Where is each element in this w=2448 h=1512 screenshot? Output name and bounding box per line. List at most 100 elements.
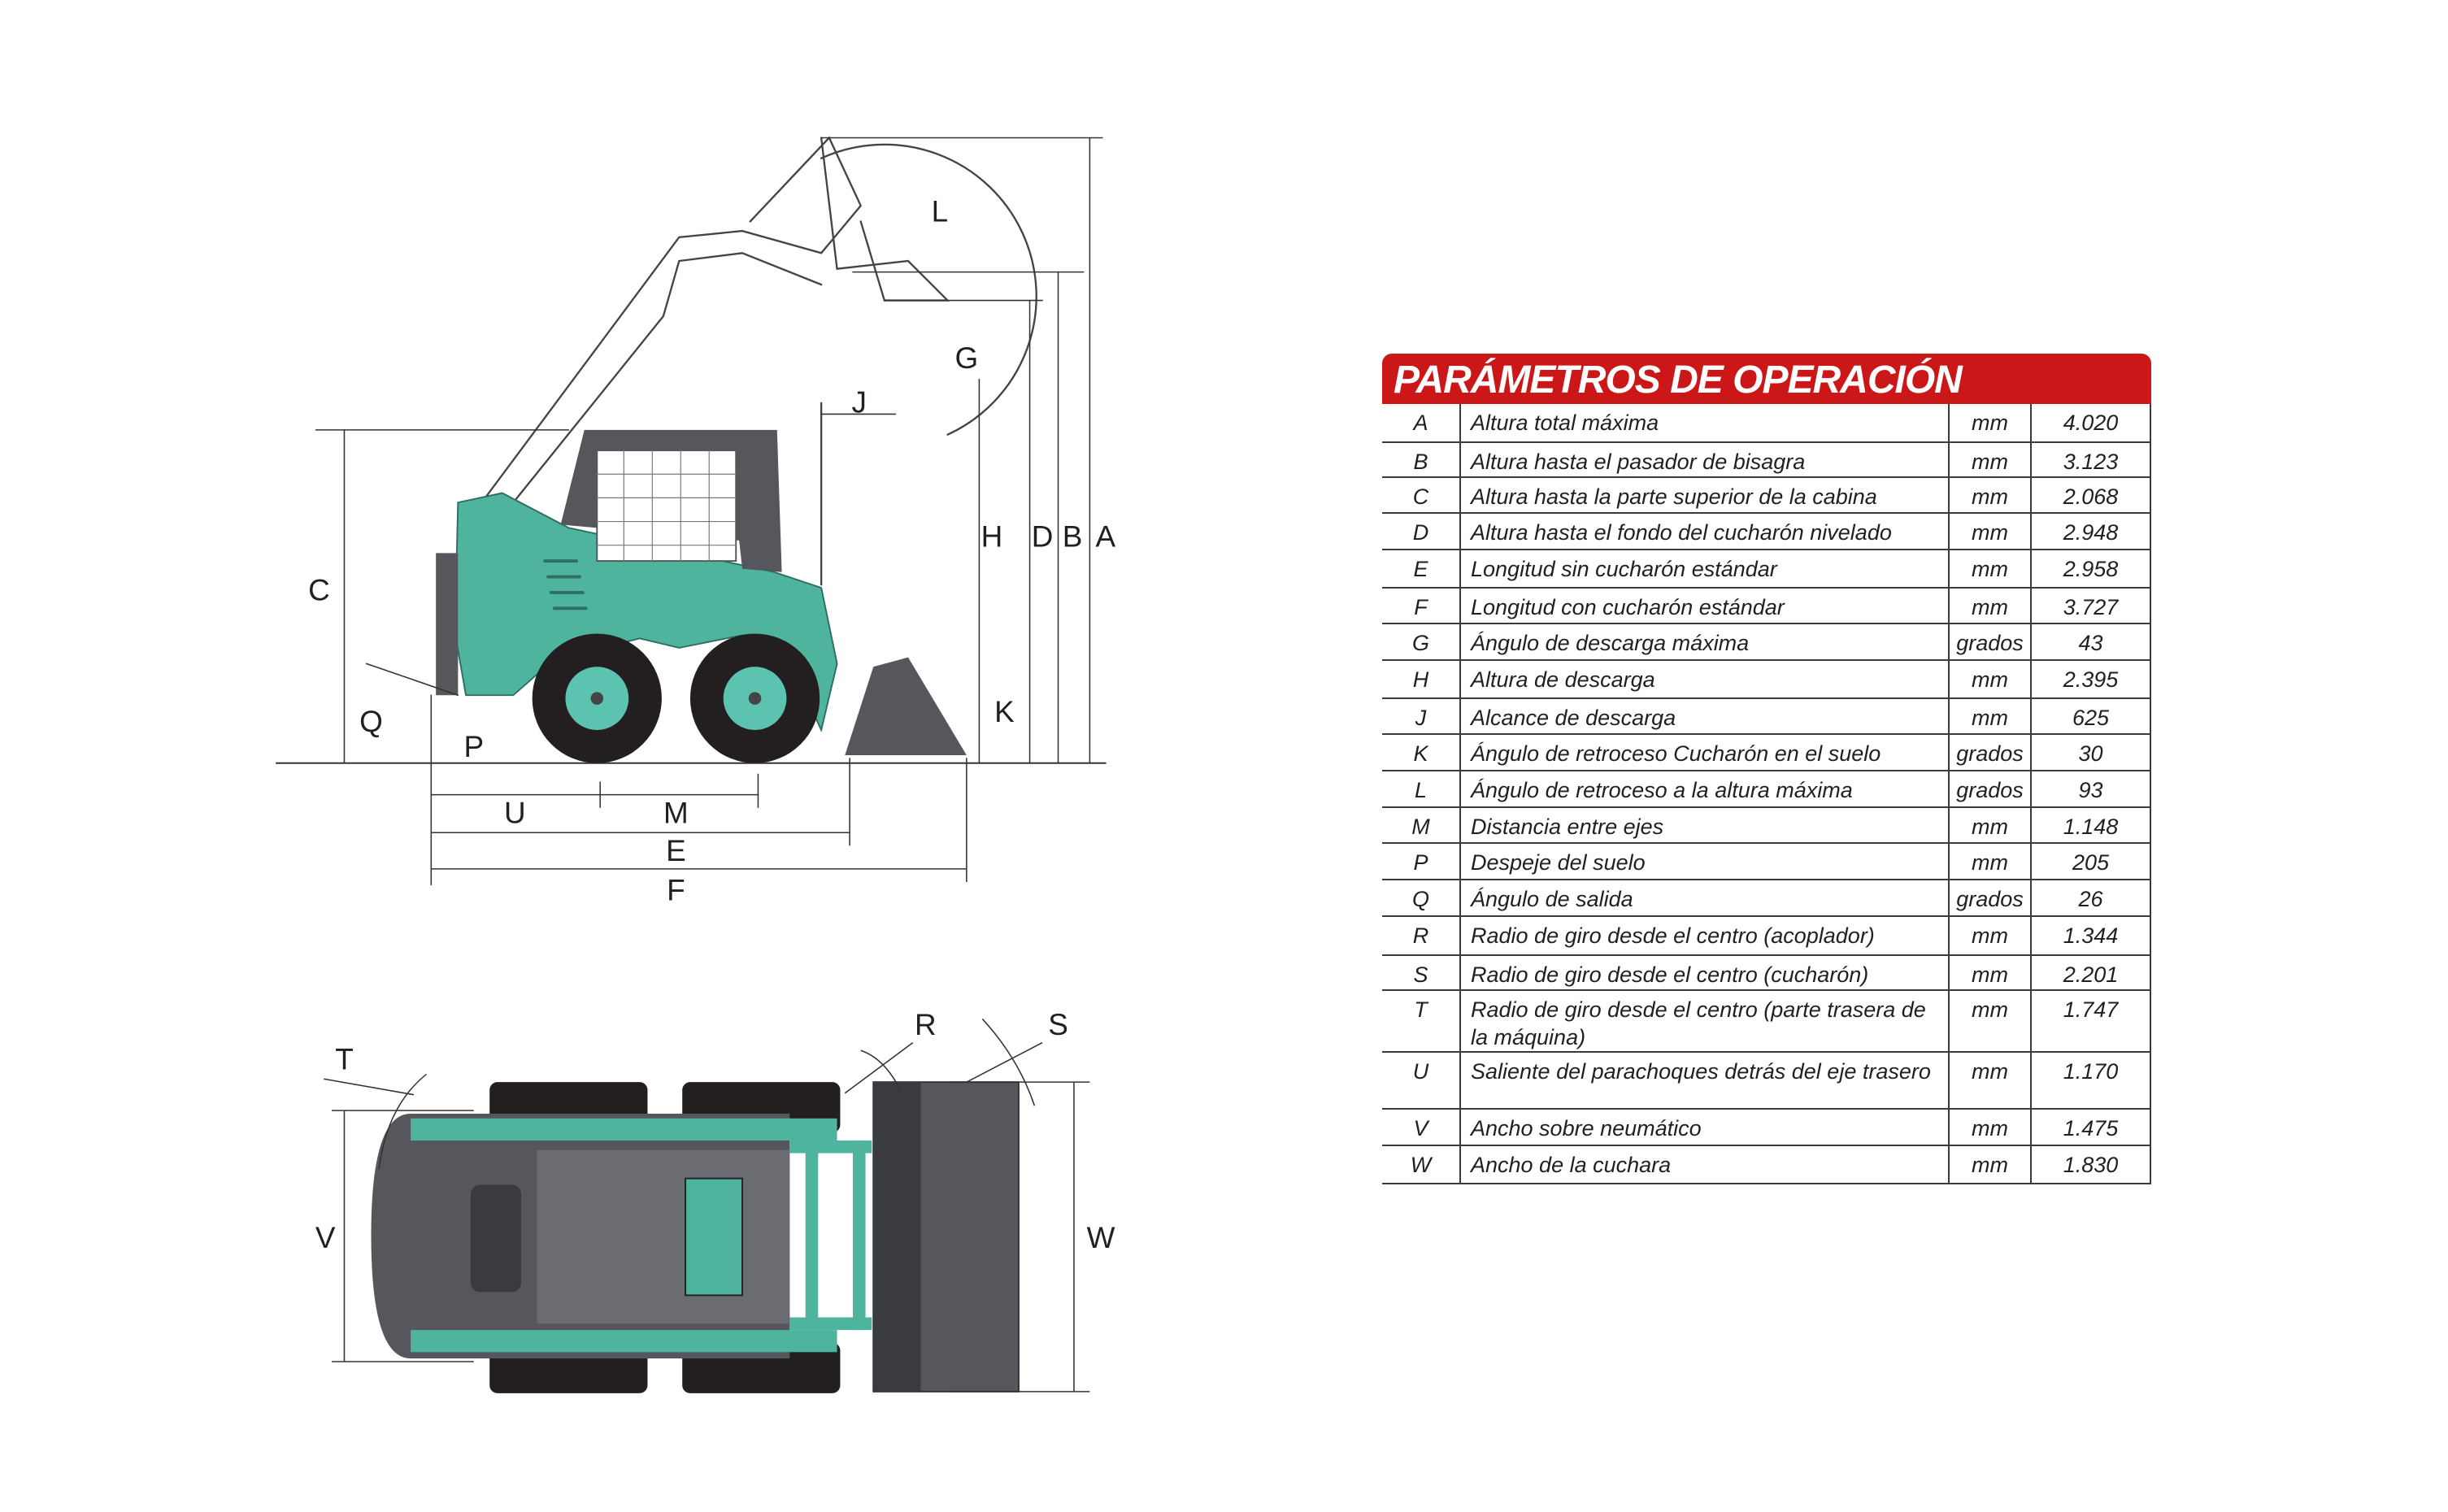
param-description: Ancho sobre neumático (1459, 1108, 1950, 1146)
param-key: P (1382, 842, 1461, 880)
label-R: R (915, 1008, 937, 1041)
param-unit: mm (1948, 806, 2032, 844)
top-cab (537, 1149, 790, 1324)
label-E: E (666, 834, 686, 867)
dimension-lines (315, 137, 1103, 886)
param-value: 26 (2030, 879, 2151, 917)
param-unit: grados (1948, 733, 2032, 771)
param-value: 2.948 (2030, 512, 2151, 550)
param-unit: mm (1948, 1051, 2032, 1110)
param-value: 2.201 (2030, 954, 2151, 991)
label-S: S (1048, 1008, 1068, 1041)
param-description: Radio de giro desde el centro (parte tra… (1459, 989, 1950, 1053)
param-value: 2.395 (2030, 659, 2151, 699)
label-Q: Q (359, 705, 383, 738)
param-value: 1.830 (2030, 1145, 2151, 1184)
param-value: 2.068 (2030, 476, 2151, 514)
param-key: F (1382, 587, 1461, 624)
cab-window-mesh (596, 450, 737, 563)
param-key: E (1382, 549, 1461, 589)
param-value: 625 (2030, 697, 2151, 735)
bucket-on-ground (845, 657, 967, 756)
param-description: Ángulo de retroceso Cucharón en el suelo (1459, 733, 1950, 771)
param-value: 1.344 (2030, 915, 2151, 956)
param-description: Longitud sin cucharón estándar (1459, 549, 1950, 589)
label-C: C (308, 574, 330, 607)
param-value: 4.020 (2030, 404, 2151, 443)
param-key: L (1382, 770, 1461, 808)
param-unit: mm (1948, 697, 2032, 735)
param-unit: mm (1948, 915, 2032, 956)
bucket-edge (873, 1082, 921, 1392)
label-G: G (955, 341, 979, 375)
param-value: 30 (2030, 733, 2151, 771)
param-unit: mm (1948, 549, 2032, 589)
param-key: J (1382, 697, 1461, 735)
param-description: Altura hasta el pasador de bisagra (1459, 441, 1950, 478)
param-unit: mm (1948, 441, 2032, 478)
param-description: Ángulo de descarga máxima (1459, 623, 1950, 661)
param-value: 1.170 (2030, 1051, 2151, 1110)
param-unit: grados (1948, 770, 2032, 808)
param-description: Radio de giro desde el centro (cucharón) (1459, 954, 1950, 991)
label-H: H (981, 520, 1003, 554)
param-unit: mm (1948, 842, 2032, 880)
param-description: Ángulo de retroceso a la altura máxima (1459, 770, 1950, 808)
table-title: PARÁMETROS DE OPERACIÓN (1382, 354, 2151, 404)
label-B: B (1063, 520, 1083, 554)
param-unit: grados (1948, 623, 2032, 661)
param-description: Altura hasta la parte superior de la cab… (1459, 476, 1950, 514)
param-value: 1.475 (2030, 1108, 2151, 1146)
label-K: K (994, 695, 1015, 728)
param-value: 2.958 (2030, 549, 2151, 589)
param-description: Radio de giro desde el centro (acoplador… (1459, 915, 1950, 956)
param-unit: mm (1948, 476, 2032, 514)
param-key: T (1382, 989, 1461, 1053)
label-J: J (852, 385, 867, 419)
param-key: U (1382, 1051, 1461, 1110)
param-value: 93 (2030, 770, 2151, 808)
label-T: T (335, 1043, 354, 1076)
label-V: V (315, 1221, 336, 1254)
param-description: Altura de descarga (1459, 659, 1950, 699)
param-value: 1.747 (2030, 989, 2151, 1053)
side-view: C H D B A J L G K Q P U M E F (275, 136, 1116, 907)
param-key: V (1382, 1108, 1461, 1146)
param-unit: grados (1948, 879, 2032, 917)
label-P: P (463, 730, 484, 763)
param-key: G (1382, 623, 1461, 661)
param-description: Despeje del suelo (1459, 842, 1950, 880)
rear-wheel (532, 633, 662, 763)
param-key: K (1382, 733, 1461, 771)
param-description: Distancia entre ejes (1459, 806, 1950, 844)
param-value: 43 (2030, 623, 2151, 661)
param-key: D (1382, 512, 1461, 550)
label-A: A (1096, 520, 1116, 554)
param-description: Ángulo de salida (1459, 879, 1950, 917)
param-unit: mm (1948, 659, 2032, 699)
label-M: M (663, 797, 689, 830)
vent-grille (543, 559, 588, 610)
param-unit: mm (1948, 1145, 2032, 1184)
label-L: L (932, 194, 949, 228)
param-unit: mm (1948, 404, 2032, 443)
param-value: 3.727 (2030, 587, 2151, 624)
param-key: H (1382, 659, 1461, 699)
param-unit: mm (1948, 989, 2032, 1053)
teal-frame (411, 1118, 872, 1353)
label-U: U (504, 797, 526, 830)
